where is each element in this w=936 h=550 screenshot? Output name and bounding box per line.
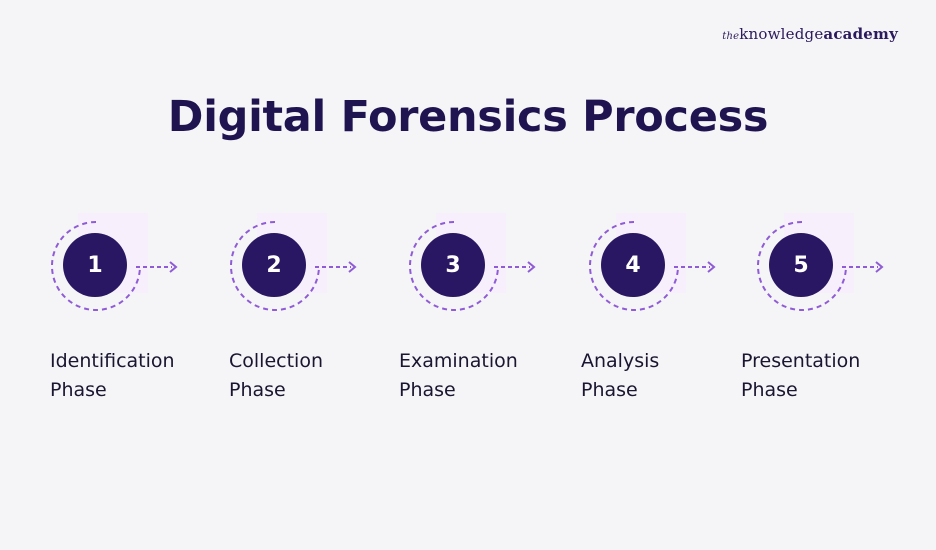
process-step-2: 2 Collection Phase	[229, 210, 409, 410]
step-number-circle: 1	[63, 233, 127, 297]
step-label-line2: Phase	[229, 379, 286, 401]
dashed-ring-icon	[230, 221, 320, 311]
step-label: Identification Phase	[50, 347, 175, 405]
page-title: Digital Forensics Process	[167, 92, 769, 142]
step-label-line1: Collection	[229, 350, 323, 372]
process-step-5: 5 Presentation Phase	[741, 210, 936, 410]
step-label-line1: Analysis	[581, 350, 660, 372]
step-number-circle: 2	[242, 233, 306, 297]
dashed-ring-icon	[51, 221, 141, 311]
step-label: Examination Phase	[399, 347, 518, 405]
step-label-line2: Phase	[50, 379, 107, 401]
step-label-line2: Phase	[399, 379, 456, 401]
step-label-line2: Phase	[581, 379, 638, 401]
dashed-arrow-icon	[494, 261, 536, 273]
process-step-4: 4 Analysis Phase	[581, 210, 768, 410]
step-label-line1: Identification	[50, 350, 175, 372]
dashed-arrow-icon	[842, 261, 884, 273]
brand-logo-middle: knowledge	[739, 25, 824, 43]
dashed-ring-icon	[409, 221, 499, 311]
brand-logo-suffix: academy	[823, 25, 898, 43]
brand-logo: theknowledgeacademy	[722, 25, 898, 43]
step-number-circle: 5	[769, 233, 833, 297]
step-number-circle: 3	[421, 233, 485, 297]
step-label-line2: Phase	[741, 379, 798, 401]
dashed-ring-icon	[757, 221, 847, 311]
step-number-circle: 4	[601, 233, 665, 297]
process-step-3: 3 Examination Phase	[399, 210, 588, 410]
step-label-line1: Examination	[399, 350, 518, 372]
dashed-arrow-icon	[315, 261, 357, 273]
step-label: Presentation Phase	[741, 347, 860, 405]
process-step-1: 1 Identification Phase	[50, 210, 230, 410]
brand-logo-prefix: the	[722, 31, 740, 42]
step-label: Collection Phase	[229, 347, 323, 405]
step-label: Analysis Phase	[581, 347, 659, 405]
dashed-arrow-icon	[136, 261, 178, 273]
dashed-arrow-icon	[674, 261, 716, 273]
step-label-line1: Presentation	[741, 350, 861, 372]
dashed-ring-icon	[589, 221, 679, 311]
